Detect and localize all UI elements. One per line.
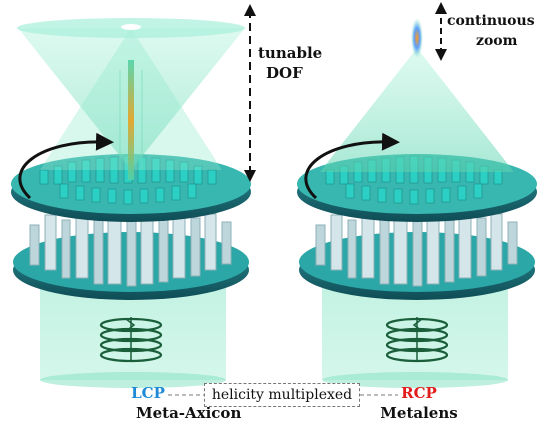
left-cone-top-hole [121,24,141,30]
right-beam-bottom [322,372,508,388]
helicity-multiplexed-box: helicity multiplexed [204,383,360,407]
right-focusing-cone [320,48,514,172]
metalens-label: Metalens [380,404,458,422]
left-beam-bottom [40,372,226,388]
left-rotation-arrow-icon [18,132,114,200]
continuous-label: continuous [447,13,535,29]
meta-axicon-label: Meta-Axicon [136,404,242,422]
tunable-label: tunable [258,44,323,62]
left-device [11,18,251,388]
lcp-label: LCP [131,384,165,402]
dof-label: DOF [266,64,303,82]
zoom-label: zoom [476,33,518,49]
right-helix-icon [385,317,449,363]
right-device [297,18,537,388]
rcp-label: RCP [401,384,437,402]
right-focal-spot [411,18,423,58]
left-focal-line [128,60,134,180]
right-rotation-arrow-icon [304,132,400,200]
left-helix-icon [99,317,163,363]
